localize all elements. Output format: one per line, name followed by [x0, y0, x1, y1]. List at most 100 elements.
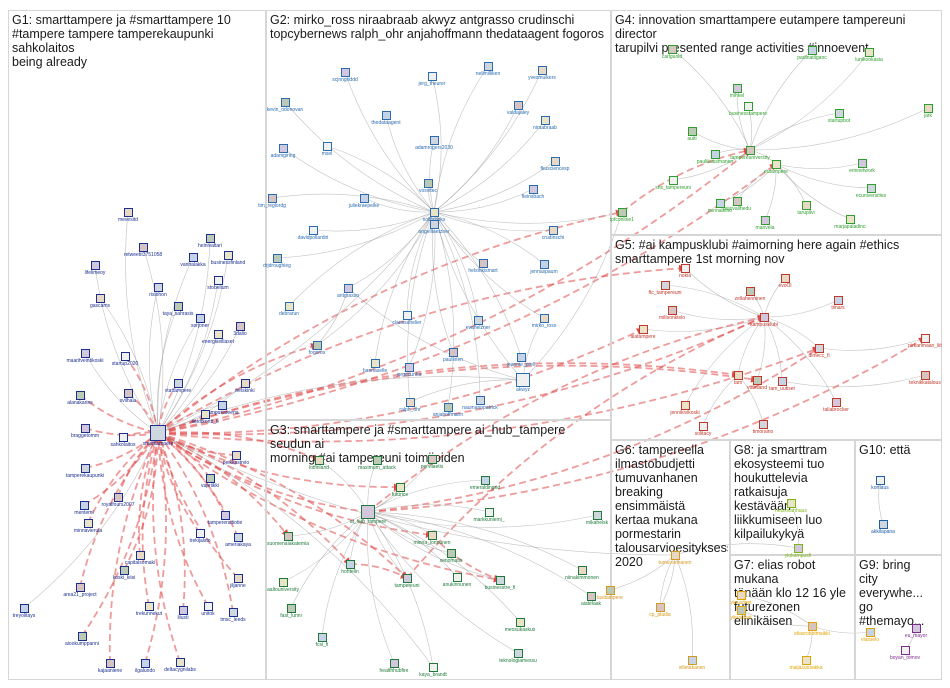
node-adamrogers2030[interactable]: adamrogers2030 [404, 135, 464, 151]
node-sorjoner[interactable]: sorjoner [170, 313, 230, 329]
node-akkilapana[interactable]: akkilapana [853, 519, 913, 535]
node-minnavieruia[interactable]: minnavieruia [58, 518, 118, 534]
node-evoOl[interactable]: evoOl [755, 273, 815, 289]
node-kortlaus[interactable]: kortlaus [850, 475, 910, 491]
node-suomenaiakatemia[interactable]: suomenaiakatemia [258, 531, 318, 547]
node-mevesitd[interactable]: mevesitd [98, 207, 158, 223]
node-vlasselo[interactable]: vlasselo [840, 627, 900, 643]
node-hohtelin[interactable]: hohtelin [320, 559, 380, 575]
node-fogoros[interactable]: fogoros [287, 340, 347, 356]
node-lasitampere[interactable]: lasitampere [580, 585, 640, 601]
node-lifelimeoy[interactable]: lifelimeoy [65, 260, 125, 276]
node-aiookumpanni[interactable]: aiookumppanni [52, 631, 112, 647]
node-auiti[interactable]: auiti [662, 126, 722, 142]
node-jennaspaum[interactable]: jennaspaum [514, 259, 574, 275]
node-yleuutiset[interactable]: yleuutiset [711, 605, 771, 621]
node-tam[interactable]: tam [708, 370, 768, 386]
node-niinakimmonen[interactable]: niinakimmonen [552, 565, 612, 581]
node-retweetit[interactable]: retweetit3751058 [113, 242, 173, 258]
node-startup2020[interactable]: startup2020 [95, 351, 155, 367]
node-sns_tampereuni[interactable]: sns_tampereuni [643, 175, 703, 191]
node-adamgiring[interactable]: adamgiring [253, 143, 313, 159]
node-niraabraab[interactable]: niraabraab [515, 115, 575, 131]
node-area21_project[interactable]: area21_project [50, 582, 110, 598]
node-fleinsbach[interactable]: fleinsbach [503, 184, 563, 200]
node-ai_hub_tampere[interactable]: ai_hub_tampere [338, 505, 398, 525]
node-alanakarins[interactable]: alanakarins [50, 390, 110, 406]
node-vttfinland[interactable]: vttfinland [727, 375, 787, 391]
node-dimecc_fi[interactable]: dimecc_fi [789, 343, 849, 359]
node-maijasuosakka[interactable]: maijasuosakka [776, 655, 836, 671]
node-capitalsomaki[interactable]: capitalsomaki [110, 550, 170, 566]
node-tampereuni[interactable]: tampereuni [377, 573, 437, 589]
node-xenomatix[interactable]: xenomatix [421, 548, 481, 564]
node-aiatampere[interactable]: aiatampere [613, 324, 673, 340]
node-heinivaltari[interactable]: heinivaltari [180, 233, 240, 249]
node-royalfours[interactable]: royalfours2007 [88, 492, 148, 508]
node-timoraino[interactable]: timoraino [733, 419, 793, 435]
node-anjahoffmann[interactable]: anjahoffmann [418, 402, 478, 418]
node-ftc_tampereuni[interactable]: ftc_tampereuni [635, 280, 695, 296]
node-pirkanmaan_liit[interactable]: pirkanmaan_liit [895, 333, 950, 349]
node-vosvitec[interactable]: vosvitec [398, 178, 458, 194]
node-jeannie_prell[interactable]: jeannie_prell [491, 352, 551, 368]
node-jerg_theurer[interactable]: jerg_theurer [402, 71, 462, 87]
node-svilhala[interactable]: svilhala [98, 388, 158, 404]
node-trekijalsto[interactable]: trekijalsto [170, 528, 230, 544]
node-fcsi_fi[interactable]: fcsi_fi [292, 632, 352, 648]
node-angelliaetzner[interactable]: angelliaetzner [404, 219, 464, 235]
node-unitok[interactable]: unitok [178, 601, 238, 617]
node-cp_pladia[interactable]: cp_pladia [630, 602, 690, 618]
node-pauliinen[interactable]: pauliinen [423, 347, 483, 363]
node-liiusti[interactable]: liiusti [153, 605, 213, 621]
node-ameriakaya[interactable]: ameriakaya [208, 532, 268, 548]
node-vapriikki[interactable]: vapriikki [180, 473, 240, 489]
node-juliekraepelke[interactable]: juliekraepelke [334, 193, 394, 209]
node-tumuvanhanen[interactable]: tumuvanhanen [645, 550, 705, 566]
node-teknikkatalous[interactable]: teknikkatalous [895, 370, 950, 386]
node-naumannpatrick[interactable]: naumannpatrick [450, 395, 510, 411]
node-menteml[interactable]: menteml [54, 500, 114, 516]
node-taya_sahrasis[interactable]: taya_sahrasis [148, 301, 208, 317]
node-treyolitays[interactable]: treyolitays [0, 603, 54, 619]
node-drjdroughieg[interactable]: drjdroughieg [247, 253, 307, 269]
node-tmsc_leeds[interactable]: tmsc_leeds [203, 607, 263, 623]
node-eu_mayor[interactable]: eu_mayor [886, 623, 946, 639]
node-scjnngriddd[interactable]: scjnngriddd [315, 67, 375, 83]
node-manvela[interactable]: manvela [735, 215, 795, 231]
node-anukinnunen[interactable]: anukinnunen [427, 572, 487, 588]
node-marjapaladino[interactable]: marjapaladino [820, 214, 880, 230]
node-hannaselle[interactable]: hannaselle [345, 358, 405, 374]
node-akwyz[interactable]: akwyz [493, 373, 553, 393]
node-fast_lunni[interactable]: fast_lunni [261, 603, 321, 619]
node-helsinkismart[interactable]: helsinkismart [453, 258, 513, 274]
node-mirko_ross[interactable]: mirko_ross [514, 313, 574, 329]
node-zellahenninen[interactable]: zellahenninen [720, 286, 780, 302]
node-neurovanhuus[interactable]: neurovanhuus [761, 498, 821, 514]
node-tampereuniversity[interactable]: tampereuniversity [720, 145, 780, 161]
node-jiljanne[interactable]: jiljanne [208, 573, 268, 589]
node-jorgecunha[interactable]: jorgecunha [379, 362, 439, 378]
node-aiatelaak[interactable]: aiatelaak [561, 591, 621, 607]
node-padinatilganc[interactable]: padinatilganc [782, 45, 842, 61]
node-solitacy[interactable]: solitacy [673, 421, 733, 437]
node-ilgaluodo[interactable]: ilgaluodo [115, 658, 175, 674]
node-healthhubfire[interactable]: healthhubfire [364, 658, 424, 674]
node-jennikivikoski[interactable]: jennikivikoski [655, 400, 715, 416]
node-deltacygnilabs[interactable]: deltacygnilabs [150, 657, 210, 673]
node-3dalio[interactable]: 3dalio [210, 321, 270, 337]
node-peikkastrvio[interactable]: peikkastrvio [206, 450, 266, 466]
node-lotfinland[interactable]: lotfinland [289, 455, 349, 471]
node-businesstampere[interactable]: businesstampere [718, 101, 778, 117]
node-eutampere[interactable]: eutampere [746, 159, 806, 175]
node-teknologiamessu[interactable]: teknologiamessu [488, 648, 548, 664]
node-mikahelsk[interactable]: mikahelsk [567, 510, 627, 526]
node-msel[interactable]: msel [297, 141, 357, 157]
node-futurice[interactable]: futurice [370, 482, 430, 498]
node-lunikookasia[interactable]: lunikookasia [839, 47, 899, 63]
node-smarttampere[interactable]: smarttampere [128, 425, 188, 447]
node-fkusciencesp[interactable]: fkusciencesp [525, 156, 585, 172]
node-kampusareena[interactable]: kampusareena [192, 400, 252, 416]
node-ylokampusfi[interactable]: ylokampusfi [768, 543, 828, 559]
node-tim_reglordg[interactable]: tim_reglordg [242, 193, 302, 209]
